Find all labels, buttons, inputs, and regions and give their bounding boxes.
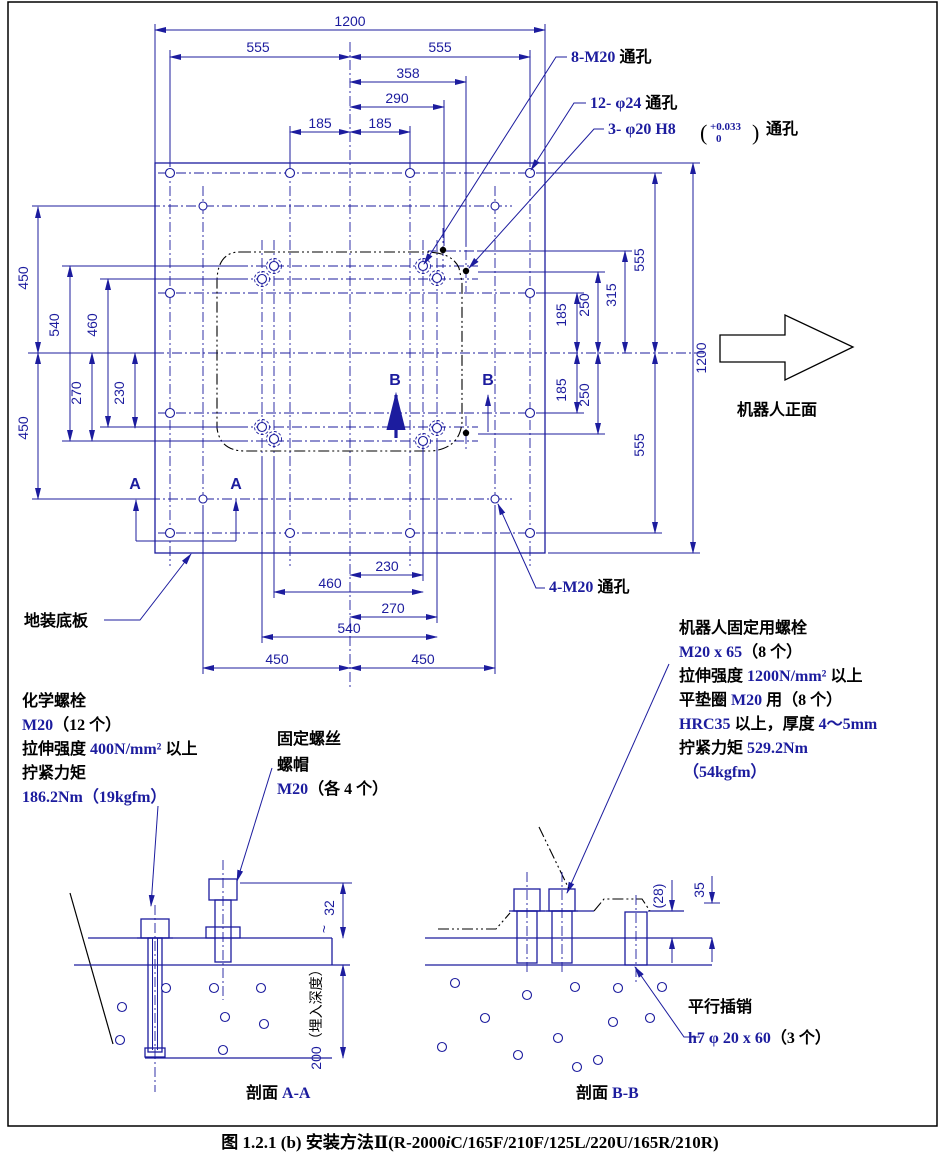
dim-b-28: (28)	[650, 884, 666, 909]
robot-front-label: 机器人正面	[737, 400, 817, 419]
note-line: 拧紧力矩	[22, 763, 86, 782]
dim-top-1200: 1200	[334, 13, 365, 29]
pin-label-line2: h7 φ 20 x 60（3 个）	[688, 1028, 831, 1047]
dimensions: 1200 555 555 358 290 185 185 450 540 460…	[15, 13, 709, 671]
holes	[164, 167, 536, 539]
note-leaders	[148, 663, 670, 907]
pin-label-line1: 平行插销	[688, 997, 752, 1016]
dim-right-185-top: 185	[553, 303, 569, 327]
caption-text: 图 1.2.1 (b) 安装方法Ⅱ(R-2000iC/165F/210F/125…	[221, 1132, 718, 1152]
dim-bottom-450-right: 450	[411, 651, 435, 667]
dim-left-230: 230	[111, 381, 127, 405]
callout-8-m20: 8-M20 通孔	[571, 48, 651, 66]
dim-left-460: 460	[84, 313, 100, 337]
callout-3-d20h8: 3- φ20 H8 ( +0.033 0 ) 通孔	[608, 120, 798, 145]
front-direction-arrow-icon	[719, 313, 855, 382]
dim-left-450-bottom: 450	[15, 416, 31, 440]
callout-3-d20h8-suffix: 通孔	[766, 120, 798, 138]
dim-top-358: 358	[396, 65, 420, 81]
cut-marker-b-right: B	[482, 372, 494, 389]
dim-right-185-bottom: 185	[553, 378, 569, 402]
note-line: 化学螺栓	[22, 691, 87, 710]
plan-view: 1200 555 555 358 290 185 185 450 540 460…	[15, 13, 855, 688]
dim-top-185-left: 185	[308, 115, 332, 131]
dim-right-250-top: 250	[576, 293, 592, 317]
dim-right-315: 315	[603, 283, 619, 307]
note-fixing-screw: 固定螺丝 螺帽 M20（各 4 个）	[277, 729, 388, 798]
break-symbol: ~	[316, 925, 332, 933]
robot-fixing-bolts	[509, 872, 578, 975]
tolerance-paren-close: )	[752, 120, 759, 145]
dim-top-290: 290	[385, 90, 409, 106]
extension-lines	[28, 24, 700, 674]
note-line: 平垫圈 M20 用（8 个）	[679, 690, 842, 709]
note-line: 拧紧力矩 529.2Nm	[679, 738, 809, 757]
callout-leaders	[104, 56, 604, 621]
base-plate-outline	[154, 162, 546, 554]
note-line: M20 x 65（8 个）	[679, 642, 802, 661]
dim-right-555-bottom: 555	[631, 433, 647, 457]
note-line: M20（各 4 个）	[277, 779, 388, 798]
note-line: HRC35 以上，厚度 4～5mm	[679, 714, 878, 733]
note-line: M20（12 个）	[22, 715, 121, 734]
cut-marker-b-left: B	[389, 372, 401, 389]
dim-top-555-left: 555	[246, 39, 270, 55]
callout-12-d24: 12- φ24 通孔	[590, 94, 677, 112]
section-b-label: 剖面 B-B	[576, 1083, 639, 1102]
page-border	[7, 1, 938, 1127]
tolerance-upper: +0.033	[710, 121, 742, 133]
dim-a-200: 200（埋入深度）	[308, 962, 324, 1069]
cut-marker-a-right: A	[230, 476, 242, 493]
section-a-view: 32 ~ 200（埋入深度） 剖面 A-A	[69, 860, 352, 1102]
cut-marker-a-left: A	[129, 476, 141, 493]
dim-28: (28)	[650, 880, 675, 963]
dim-left-270: 270	[68, 381, 84, 405]
figure-caption: 图 1.2.1 (b) 安装方法Ⅱ(R-2000iC/165F/210F/125…	[221, 1132, 718, 1152]
callout-3-d20h8-code: 3- φ20 H8	[608, 121, 676, 138]
section-b-view: (28) 35 平行插销 h7 φ 20 x 60（3 个） 剖面 B-B	[425, 826, 831, 1102]
section-cut-markers: A A B B	[129, 372, 494, 542]
note-line: 186.2Nm（19kgfm）	[22, 788, 166, 806]
note-line: 固定螺丝	[277, 729, 341, 748]
section-a-label: 剖面 A-A	[246, 1083, 311, 1102]
dim-right-555-top: 555	[631, 248, 647, 272]
fixing-screw	[205, 860, 241, 1000]
callout-4-m20: 4-M20 通孔	[549, 578, 629, 596]
dim-bottom-540: 540	[337, 620, 361, 636]
dim-left-540: 540	[46, 313, 62, 337]
callout-labels: 8-M20 通孔 12- φ24 通孔 3- φ20 H8 ( +0.033 0…	[24, 48, 798, 630]
concrete-aggregate-b	[436, 977, 668, 1073]
concrete-aggregate	[114, 982, 270, 1056]
robot-front-arrow: 机器人正面	[719, 313, 855, 419]
note-line: 拉伸强度 1200N/mm² 以上	[679, 666, 862, 685]
callout-base-plate: 地装底板	[24, 611, 89, 630]
tolerance-lower: 0	[716, 133, 722, 145]
dim-bottom-270: 270	[381, 600, 405, 616]
dim-35: 35	[691, 876, 720, 962]
tolerance-paren-open: (	[700, 120, 707, 145]
dim-top-555-right: 555	[428, 39, 452, 55]
dim-top-185-right: 185	[368, 115, 392, 131]
note-chemical-bolt: 化学螺栓 M20（12 个） 拉伸强度 400N/mm² 以上 拧紧力矩 186…	[22, 691, 197, 806]
note-line: （54kgfm）	[683, 763, 767, 781]
robot-base-outline	[216, 251, 463, 452]
dim-bottom-450-left: 450	[265, 651, 289, 667]
dim-right-1200: 1200	[693, 342, 709, 373]
dim-bottom-230: 230	[375, 558, 399, 574]
pin-callout: 平行插销 h7 φ 20 x 60（3 个）	[634, 966, 831, 1047]
dim-a-32: 32	[321, 900, 337, 916]
note-line: 机器人固定用螺栓	[679, 618, 808, 637]
dim-left-450-top: 450	[15, 266, 31, 290]
note-line: 拉伸强度 400N/mm² 以上	[22, 739, 197, 758]
anchor-bolt	[137, 905, 173, 1092]
dim-right-250-bottom: 250	[576, 383, 592, 407]
dim-32: 32 ~	[240, 882, 352, 939]
note-robot-bolt: 机器人固定用螺栓 M20 x 65（8 个） 拉伸强度 1200N/mm² 以上…	[679, 618, 878, 781]
dim-200: 200（埋入深度）	[308, 962, 346, 1070]
note-line: 螺帽	[277, 755, 309, 774]
dim-bottom-460: 460	[318, 575, 342, 591]
dim-b-35: 35	[691, 882, 707, 898]
